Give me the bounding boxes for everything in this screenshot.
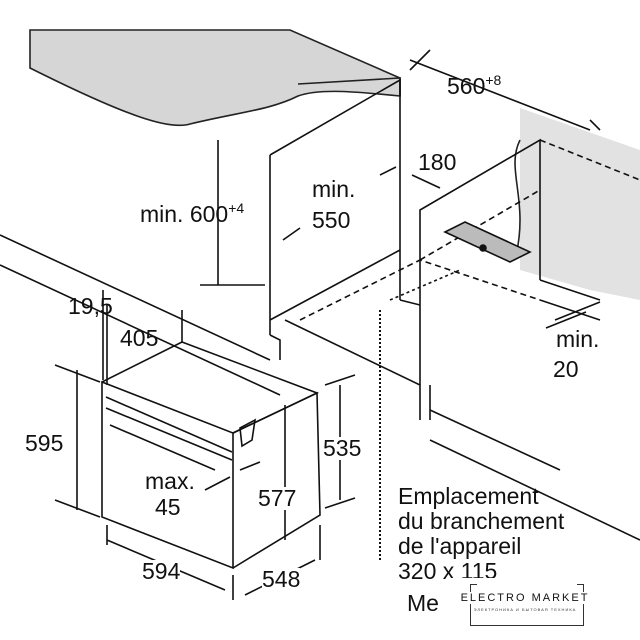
body-height-value: 535 (323, 435, 362, 461)
oven-depth-value: 548 (262, 566, 301, 592)
connection-note: Emplacement du branchement de l'appareil… (398, 484, 564, 584)
countertop-height-value: min. 600 (140, 201, 229, 227)
oven-side (232, 391, 321, 569)
niche-width-tolerance: +8 (485, 72, 502, 88)
niche-width-label: 560+8 (447, 72, 502, 99)
watermark-subtitle: ЭЛЕКТРОНИКА И БЫТОВАЯ ТЕХНИКА (473, 607, 577, 612)
niche-depth-prefix: min. (312, 176, 356, 202)
oven-height-value: 595 (25, 430, 64, 456)
oven-width-value: 594 (142, 558, 181, 584)
handle-depth-value: 45 (155, 494, 181, 520)
front-offset-value: 19,5 (68, 293, 113, 319)
niche-depth-value: 550 (312, 207, 351, 233)
watermark-frame (470, 583, 584, 626)
electro-market-watermark: ELECTRO MARKET ЭЛЕКТРОНИКА И БЫТОВАЯ ТЕХ… (450, 578, 600, 628)
panel-depth-value: 405 (120, 325, 159, 351)
niche-width-value: 560 (447, 73, 486, 99)
watermark-name: ELECTRO MARKET (450, 592, 600, 604)
handle-depth-prefix: max. (145, 468, 195, 494)
bottom-gap-prefix: min. (556, 326, 600, 352)
cabinet-side (269, 78, 421, 420)
connection-box (443, 221, 532, 263)
wall-panel (520, 108, 640, 300)
bottom-gap-value: 20 (553, 356, 579, 382)
note-line: du branchement (398, 508, 565, 534)
countertop (29, 29, 401, 127)
note-partial-line: Me (407, 590, 439, 616)
rear-gap-value: 180 (418, 149, 457, 175)
countertop-height-label: min. 600+4 (140, 200, 245, 227)
inner-height-value: 577 (258, 485, 297, 511)
countertop-height-tolerance: +4 (228, 200, 245, 216)
note-line: de l'appareil (398, 533, 522, 559)
note-line: Emplacement (398, 483, 539, 509)
